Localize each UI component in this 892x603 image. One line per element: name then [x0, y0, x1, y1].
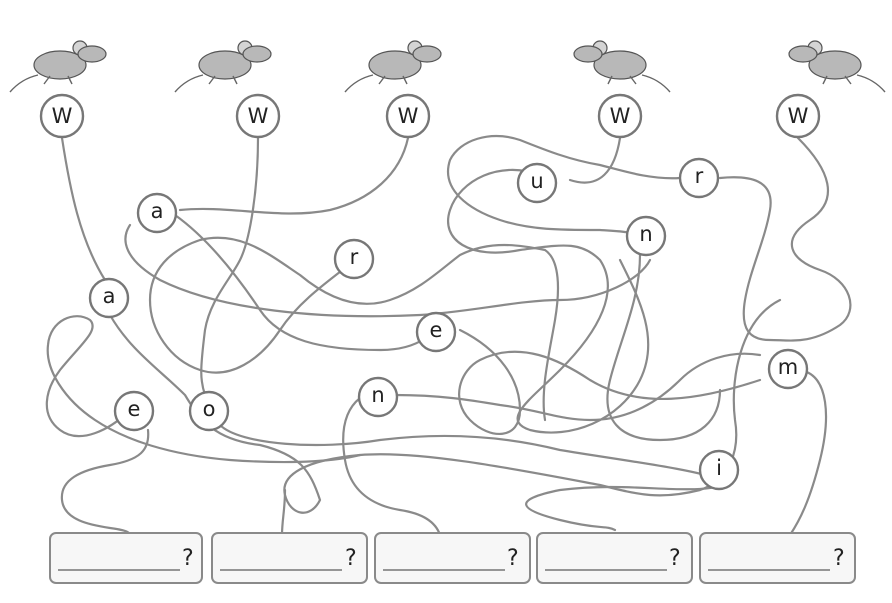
letter-circle: e	[113, 390, 155, 432]
answer-question-mark: ?	[507, 546, 519, 571]
letter-circle: u	[516, 162, 558, 204]
maze-letter: a	[103, 284, 116, 308]
letter-circle: a	[136, 192, 178, 234]
maze-path-10	[342, 396, 442, 537]
maze-path-7	[148, 236, 560, 422]
mouse-icon	[344, 40, 442, 93]
mouse-icon	[9, 40, 107, 93]
start-letter: W	[788, 104, 809, 128]
mice	[9, 40, 886, 93]
maze-letter: e	[430, 318, 443, 342]
start-letter: W	[52, 104, 73, 128]
maze-letter: m	[778, 355, 798, 379]
letter-circle: o	[188, 390, 230, 432]
letter-circle: r	[678, 157, 720, 199]
maze-letter: i	[716, 456, 722, 480]
letter-circle: n	[357, 376, 399, 418]
answer-box[interactable]: ?	[699, 532, 856, 584]
maze-path-12	[280, 488, 287, 537]
start-circle: W	[385, 93, 431, 139]
start-circles: W W W W W	[39, 93, 821, 139]
letter-circle: m	[767, 348, 809, 390]
answer-question-mark: ?	[345, 546, 357, 571]
mouse-icon	[788, 40, 886, 93]
maze-letter: n	[639, 222, 652, 246]
maze-paths	[45, 135, 852, 537]
answer-question-mark: ?	[182, 546, 194, 571]
answer-box[interactable]: ?	[211, 532, 368, 584]
start-letter: W	[248, 104, 269, 128]
mouse-icon	[573, 40, 671, 93]
answer-box[interactable]: ?	[49, 532, 203, 584]
start-circle: W	[39, 93, 85, 139]
letter-circle: a	[88, 277, 130, 319]
answer-box[interactable]: ?	[374, 532, 531, 584]
maze-letter: u	[530, 169, 543, 193]
start-circle: W	[235, 93, 281, 139]
answer-question-mark: ?	[833, 546, 845, 571]
answer-question-mark: ?	[669, 546, 681, 571]
maze-path-4	[447, 136, 650, 434]
maze-letter: o	[203, 397, 216, 421]
start-letter: W	[610, 104, 631, 128]
answer-box[interactable]: ?	[536, 532, 693, 584]
maze-letter: r	[695, 164, 704, 188]
letter-circle: i	[698, 449, 740, 491]
mouse-icon	[174, 40, 272, 93]
answer-boxes: ? ? ? ? ?	[49, 532, 856, 584]
maze-letter: e	[128, 397, 141, 421]
start-letter: W	[398, 104, 419, 128]
maze-path-2	[200, 136, 737, 532]
maze-path-11	[393, 352, 762, 422]
maze-letter: n	[371, 383, 384, 407]
start-circle: W	[597, 93, 643, 139]
letter-circle: r	[333, 238, 375, 280]
maze-path-5	[447, 135, 852, 342]
maze-letter-circles: a r u r n a e m e o n i	[88, 157, 809, 491]
letter-circle: e	[415, 311, 457, 353]
letter-circle: n	[625, 215, 667, 257]
start-circle: W	[775, 93, 821, 139]
maze-path-8	[45, 315, 362, 464]
maze-path-9	[60, 428, 150, 537]
maze-path-6	[173, 213, 828, 537]
maze-letter: a	[151, 199, 164, 223]
maze-letter: r	[350, 245, 359, 269]
